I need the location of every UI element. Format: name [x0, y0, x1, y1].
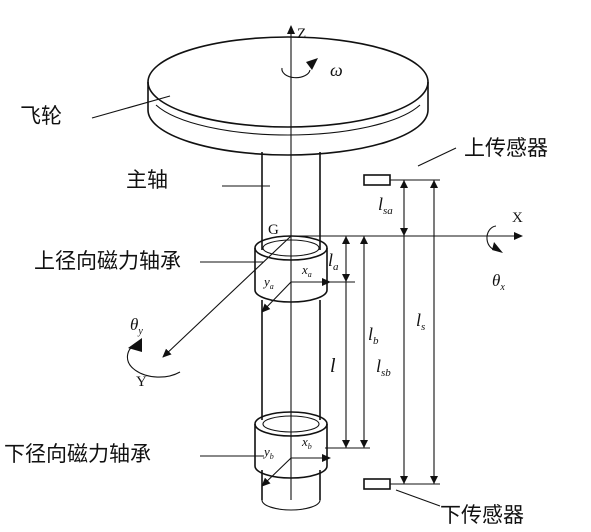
label-lower-bearing: 下径向磁力轴承 [4, 442, 151, 466]
label-main-shaft: 主轴 [126, 168, 168, 192]
label-xa: xa [301, 262, 312, 279]
y-axis [162, 235, 292, 358]
label-x-axis: X [512, 210, 523, 226]
leader-lines [91, 95, 457, 507]
label-l-sb: lsb [376, 356, 391, 379]
bearing-local-axes [261, 278, 331, 487]
lower-sensor [363, 478, 440, 490]
label-l-sa: lsa [378, 194, 393, 217]
label-l: l [330, 355, 336, 377]
dimension-l-sb [400, 236, 408, 484]
dimension-l-a [342, 236, 350, 282]
label-l-s: ls [416, 310, 425, 333]
upper-sensor [363, 174, 440, 186]
label-flywheel: 飞轮 [20, 104, 62, 128]
label-omega: ω [330, 60, 343, 80]
omega-rotation-arrow [281, 58, 318, 79]
label-xb: xb [301, 434, 312, 451]
label-upper-sensor: 上传感器 [464, 136, 548, 160]
label-theta-y: θy [130, 315, 143, 337]
dimension-l-sa [400, 180, 408, 236]
theta-y-rotation-arrow [126, 338, 181, 378]
label-center-g: G [268, 222, 279, 238]
label-l-b: lb [368, 324, 379, 347]
label-upper-bearing: 上径向磁力轴承 [34, 249, 181, 273]
label-yb: yb [262, 444, 274, 461]
flywheel [147, 36, 429, 156]
label-y-axis: Y [136, 374, 147, 390]
label-theta-x: θx [492, 271, 505, 293]
label-l-a: la [328, 250, 339, 273]
theta-x-rotation-arrow [486, 225, 503, 253]
dimension-l-b [360, 236, 368, 448]
dimension-l-s [430, 180, 438, 484]
dimension-l [342, 282, 350, 448]
label-lower-sensor: 下传感器 [440, 503, 524, 527]
label-z-axis: Z [297, 26, 306, 42]
label-ya: ya [262, 274, 274, 291]
